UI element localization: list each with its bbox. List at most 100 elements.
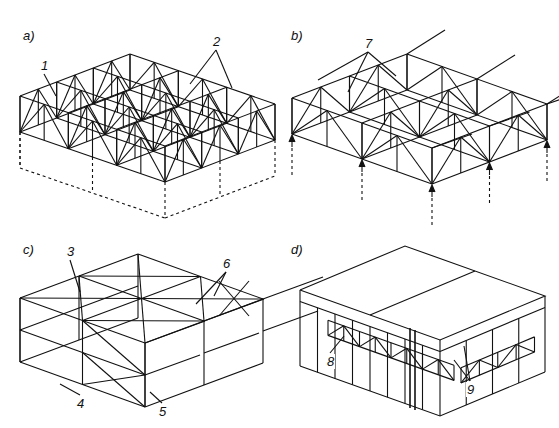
frame-member [138, 254, 142, 299]
frame-member [145, 363, 263, 407]
frame-member [391, 348, 407, 358]
frame-member [431, 198, 432, 228]
frame-member [153, 115, 154, 151]
frame-member [56, 82, 57, 118]
frame-member [135, 122, 153, 151]
frame-member [378, 65, 407, 90]
frame-member [320, 87, 321, 123]
frame-member [130, 62, 154, 90]
frame-member [178, 71, 179, 107]
frame-member [378, 65, 379, 101]
frame-member [419, 101, 420, 137]
frame-member [422, 354, 423, 369]
callout-number: 9 [466, 382, 475, 397]
frame-member [397, 136, 432, 185]
panel-letter: d) [290, 242, 304, 257]
frame-member [359, 331, 360, 346]
frame-member [68, 106, 86, 149]
frame-member [406, 348, 407, 363]
frame-member [390, 112, 391, 148]
frame-member [361, 173, 362, 203]
callout-number: 6 [222, 256, 231, 271]
frame-member [438, 360, 439, 375]
frame-member [153, 115, 154, 151]
frame-member [432, 134, 472, 148]
frame-member [38, 89, 39, 125]
frame-member [490, 112, 530, 126]
frame-member [300, 301, 440, 351]
frame-member [300, 246, 545, 340]
frame-member [79, 276, 83, 321]
frame-member [328, 320, 454, 365]
frame-member [68, 113, 69, 149]
frame-member [263, 311, 318, 331]
callout-number: 1 [40, 58, 49, 73]
frame-member [448, 90, 449, 126]
frame-member [159, 78, 160, 114]
frame-member [489, 176, 490, 206]
frame-member [518, 115, 547, 140]
frame-member [292, 87, 321, 134]
frame-member [343, 326, 344, 341]
frame-member [93, 76, 117, 104]
frame-member [129, 54, 130, 90]
frame-member [448, 90, 477, 115]
callout-number: 8 [326, 354, 335, 369]
frame-member [201, 132, 202, 168]
frame-member [453, 365, 454, 380]
frame-lines [20, 30, 559, 416]
leader-line [44, 74, 56, 96]
frame-member [440, 307, 545, 351]
leader-line [454, 360, 470, 381]
frame-member [352, 320, 353, 385]
frame-member [360, 337, 376, 347]
frame-member [204, 333, 259, 353]
frame-member [387, 333, 388, 398]
frame-member [350, 89, 385, 113]
frame-member [369, 326, 370, 391]
support-arrow [487, 163, 493, 170]
frame-member [317, 308, 318, 373]
frame-member [226, 87, 227, 123]
frame-member [432, 137, 461, 184]
frame-member [219, 281, 249, 316]
frame-member [116, 129, 117, 165]
frame-member [489, 126, 490, 162]
frame-member [117, 122, 135, 165]
leader-line [150, 392, 162, 403]
frame-member [183, 139, 184, 175]
leader-line [368, 52, 396, 76]
panel-letter: a) [22, 28, 36, 43]
frame-member [92, 157, 93, 193]
leader-line [348, 52, 368, 92]
frame-member [479, 360, 497, 368]
frame-member [534, 337, 535, 352]
frame-member [19, 132, 20, 168]
frame-member [164, 182, 165, 218]
frame-member [145, 321, 205, 343]
frame-member [328, 326, 344, 336]
frame-member [396, 136, 397, 172]
frame-member [20, 286, 138, 330]
frame-member [183, 139, 201, 168]
frame-member [38, 89, 56, 118]
callout-number: 3 [66, 244, 75, 259]
frame-member [477, 55, 515, 79]
frame-member [189, 101, 190, 137]
frame-member [274, 104, 275, 140]
frame-member [256, 111, 257, 147]
frame-member [361, 123, 362, 159]
frame-member [203, 79, 227, 123]
leader-line [196, 272, 226, 304]
frame-member [208, 94, 209, 130]
frame-member [460, 137, 461, 173]
frame-member [142, 299, 146, 344]
frame-member [511, 92, 512, 128]
frame-member [420, 90, 449, 137]
frame-member [497, 352, 498, 367]
frame-member [189, 101, 190, 137]
frame-member [344, 326, 360, 347]
frame-member [19, 96, 20, 132]
